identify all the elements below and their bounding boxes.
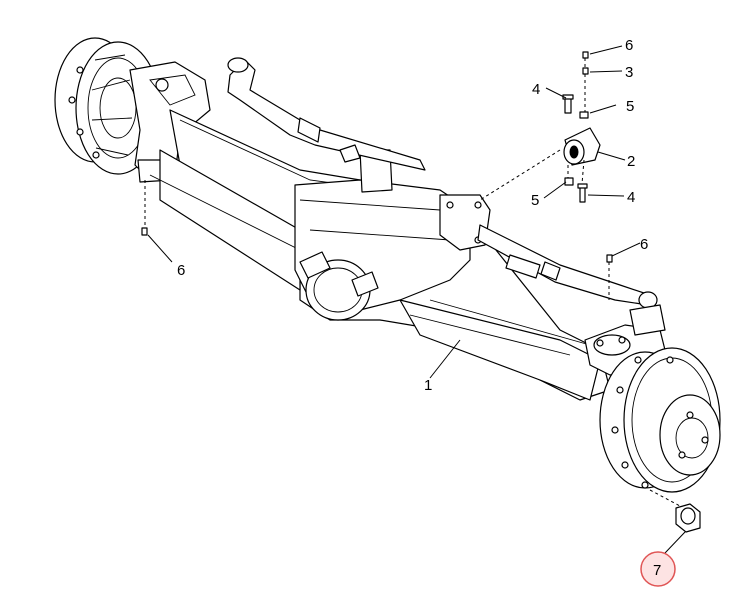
callout-4-lower[interactable]: 4 [627,189,635,206]
axle-beam [149,109,611,401]
highlight-circle-item-7[interactable] [640,551,676,587]
right-wheel-hub [599,347,721,493]
callout-5-upper[interactable]: 5 [626,98,634,115]
callout-7[interactable]: 7 [653,562,661,579]
callout-1[interactable]: 1 [424,377,432,394]
callout-4-upper[interactable]: 4 [532,81,540,98]
ball-joint-assembly [563,127,601,166]
callout-6-right[interactable]: 6 [640,236,648,253]
grease-nipple-6-top [582,51,589,59]
grease-nipple-6-right [606,254,613,263]
washer-3 [582,67,589,75]
callout-6-top[interactable]: 6 [625,37,633,54]
steering-cylinder [477,224,658,309]
callout-2[interactable]: 2 [627,153,635,170]
nut-5-upper [579,111,589,119]
assembly-lines [144,58,681,507]
callout-3[interactable]: 3 [625,64,633,81]
nut-5-lower [564,177,574,186]
grease-nipple-6-left [141,227,148,236]
hub-nut-7 [675,503,701,533]
tie-rod [227,57,426,171]
leader-lines [147,45,686,554]
callout-5-lower[interactable]: 5 [531,192,539,209]
bolt-4-lower [577,183,588,203]
callout-6-left[interactable]: 6 [177,262,185,279]
